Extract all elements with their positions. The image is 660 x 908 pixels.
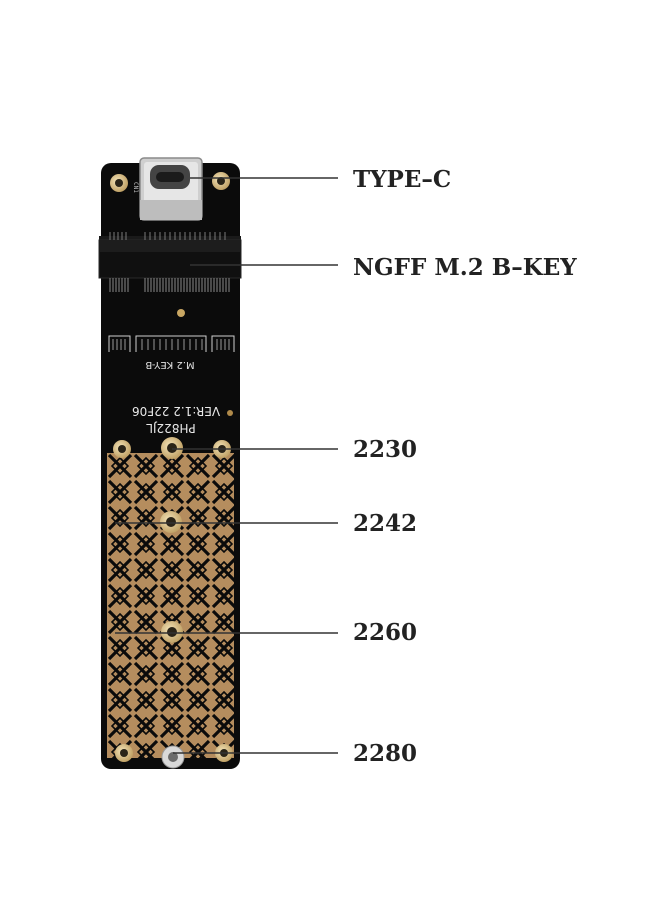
version-silkscreen-text: VER:1.2 22F06: [132, 404, 220, 418]
label-type-c: TYPE–C: [353, 166, 452, 193]
model-silkscreen-text: PH822JL: [146, 421, 196, 435]
port-mark: CN1: [132, 182, 139, 193]
m2-slot: [98, 232, 242, 292]
usb-c-port: [139, 157, 203, 221]
key-silkscreen-text: M.2 KEY-B: [145, 359, 194, 370]
label-2260: 2260: [353, 619, 418, 646]
mount-holes: [113, 437, 233, 769]
copper-pattern: [107, 453, 234, 758]
led-dot: [227, 410, 233, 416]
via-dot: [177, 309, 185, 317]
label-2242: 2242: [353, 510, 418, 537]
label-2230: 2230: [353, 436, 418, 463]
label-2280: 2280: [353, 740, 418, 767]
key-silkscreen: [108, 335, 235, 352]
label-ngff-m2-bkey: NGFF M.2 B–KEY: [353, 254, 577, 281]
callout-lines: [115, 177, 338, 754]
